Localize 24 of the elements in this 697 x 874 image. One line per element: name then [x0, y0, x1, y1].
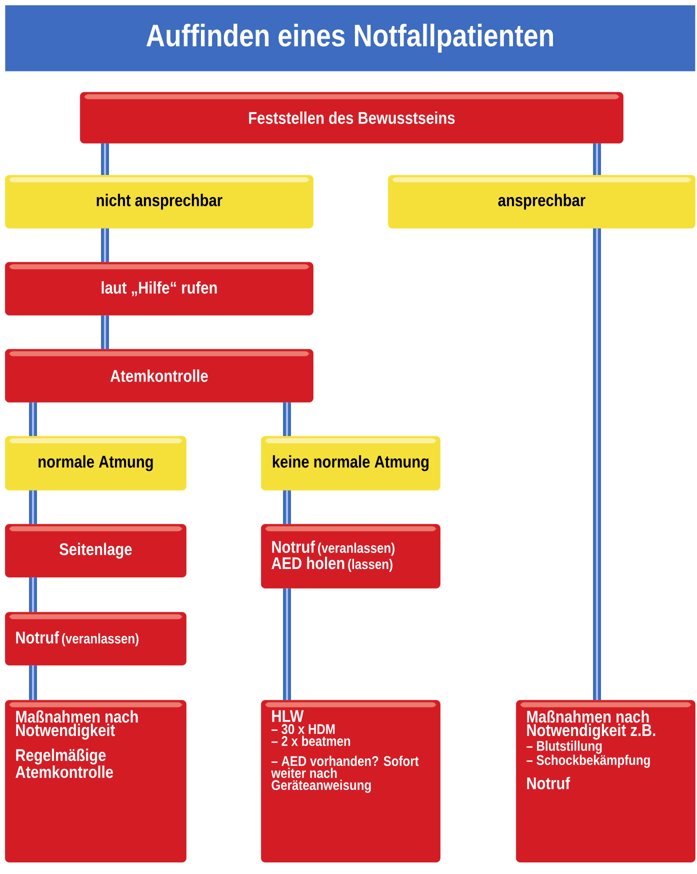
connector-bar [29, 577, 37, 612]
decision-box: keine normale Atmung [261, 436, 440, 490]
step-box: Maßnahmen nach Notwendigkeit z.B. – Blutstillung – Schockbekämpfung Notruf [516, 700, 696, 862]
connector-bar [101, 143, 109, 175]
step-box: Seitenlage [5, 524, 186, 578]
connector-bar [283, 490, 291, 524]
connector-bar [593, 228, 601, 700]
connector-bar [283, 588, 291, 700]
connector-bar [101, 315, 109, 349]
connector-bar [29, 665, 37, 700]
step-box: Maßnahmen nach Notwendigkeit Regelmäßige Atemkontrolle [5, 700, 186, 862]
connector-bar [29, 402, 37, 436]
step-box: Feststellen des Bewusstseins [80, 92, 624, 144]
connector-bar [283, 402, 291, 436]
step-box: HLW – 30 x HDM – 2 x beatmen – AED vorhanden? Sofort weiter nach Geräteanweisung [261, 700, 440, 862]
connector-bar [101, 228, 109, 262]
connector-bar [593, 143, 601, 175]
step-box: laut „Hilfe“ rufen [5, 262, 314, 316]
decision-box: nicht ansprechbar [5, 175, 314, 228]
decision-box: normale Atmung [5, 436, 186, 490]
step-box: Atemkontrolle [5, 349, 314, 402]
connector-bar [29, 490, 37, 524]
title-banner: Auffinden eines Notfallpatienten [5, 5, 696, 72]
decision-box: ansprechbar [388, 175, 696, 228]
